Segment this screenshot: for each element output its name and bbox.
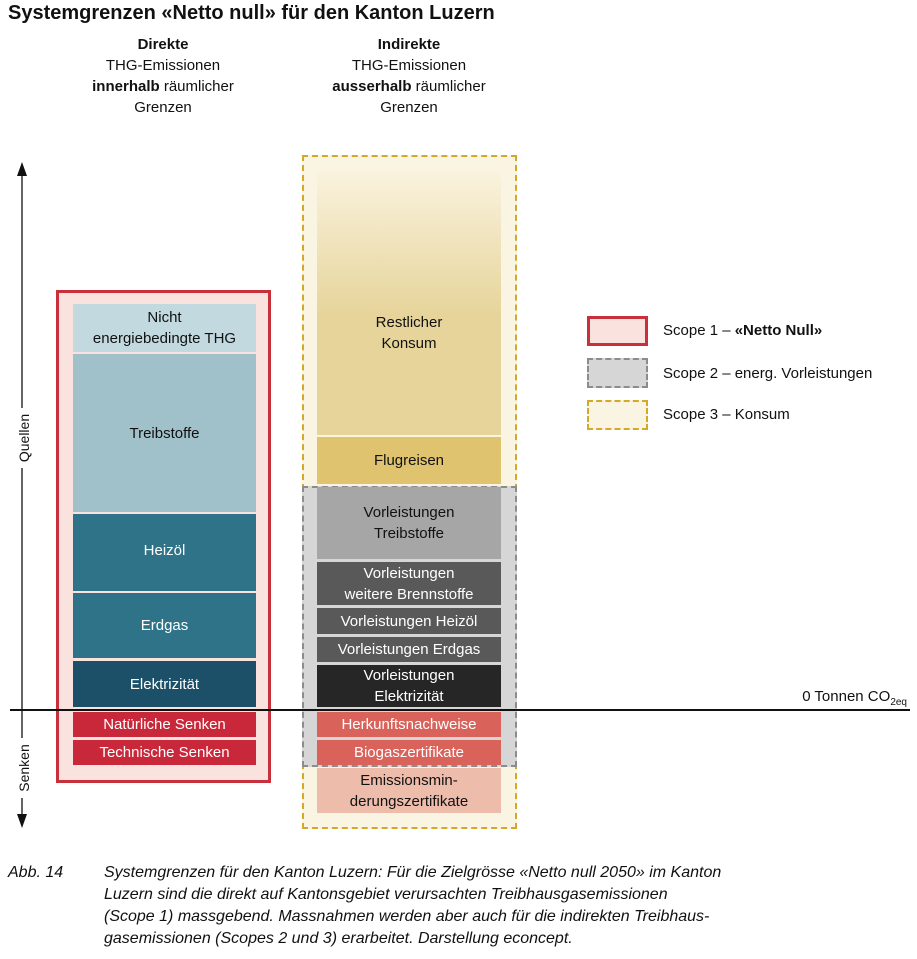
vertical-axis — [17, 162, 27, 828]
legend-swatch-scope2 — [587, 358, 648, 388]
header-line: Grenzen — [380, 99, 438, 116]
block-technical-sinks: Technische Senken — [73, 740, 256, 765]
block-upstream-heating-oil: Vorleistungen Heizöl — [317, 608, 501, 634]
zero-label: 0 Tonnen CO2eq — [802, 688, 907, 708]
block-natural-gas: Erdgas — [73, 593, 256, 658]
block-natural-sinks: Natürliche Senken — [73, 712, 256, 737]
header-line: ausserhalb räumlicher — [332, 78, 486, 95]
zero-line — [10, 709, 910, 711]
sources-label: Quellen — [16, 408, 32, 468]
block-biogas-certificates: Biogaszertifikate — [317, 740, 501, 765]
header-line: Grenzen — [134, 99, 192, 116]
legend-label-scope2: Scope 2 – energ. Vorleistungen — [663, 365, 873, 382]
block-emission-reduction-certificates: Emissionsmin-derungszertifikate — [317, 768, 501, 813]
direct-header: Direkte THG-Emissionen innerhalb räumlic… — [43, 34, 283, 118]
block-heating-oil: Heizöl — [73, 514, 256, 591]
legend-label-scope3: Scope 3 – Konsum — [663, 406, 790, 423]
legend-label-scope1: Scope 1 – «Netto Null» — [663, 322, 823, 339]
arrow-up-icon — [17, 162, 27, 176]
legend-swatch-scope3 — [587, 400, 648, 430]
legend-swatch-scope1 — [587, 316, 648, 346]
header-line: THG-Emissionen — [351, 57, 467, 74]
sinks-label: Senken — [16, 738, 32, 798]
block-upstream-natural-gas: Vorleistungen Erdgas — [317, 637, 501, 662]
caption-text: Systemgrenzen für den Kanton Luzern: Für… — [104, 864, 722, 947]
header-line: Indirekte — [377, 36, 441, 53]
header-line: Direkte — [137, 36, 189, 53]
caption-label: Abb. 14 — [8, 864, 64, 881]
block-guarantees-of-origin: Herkunftsnachweise — [317, 712, 501, 737]
indirect-header: Indirekte THG-Emissionen ausserhalb räum… — [289, 34, 529, 118]
header-line: THG-Emissionen — [105, 57, 221, 74]
block-fuels: Treibstoffe — [73, 354, 256, 512]
diagram-title: Systemgrenzen «Netto null» für den Kanto… — [8, 2, 495, 24]
header-line: innerhalb räumlicher — [92, 78, 234, 95]
arrow-down-icon — [17, 814, 27, 828]
block-flights: Flugreisen — [317, 437, 501, 484]
block-electricity: Elektrizität — [73, 661, 256, 707]
